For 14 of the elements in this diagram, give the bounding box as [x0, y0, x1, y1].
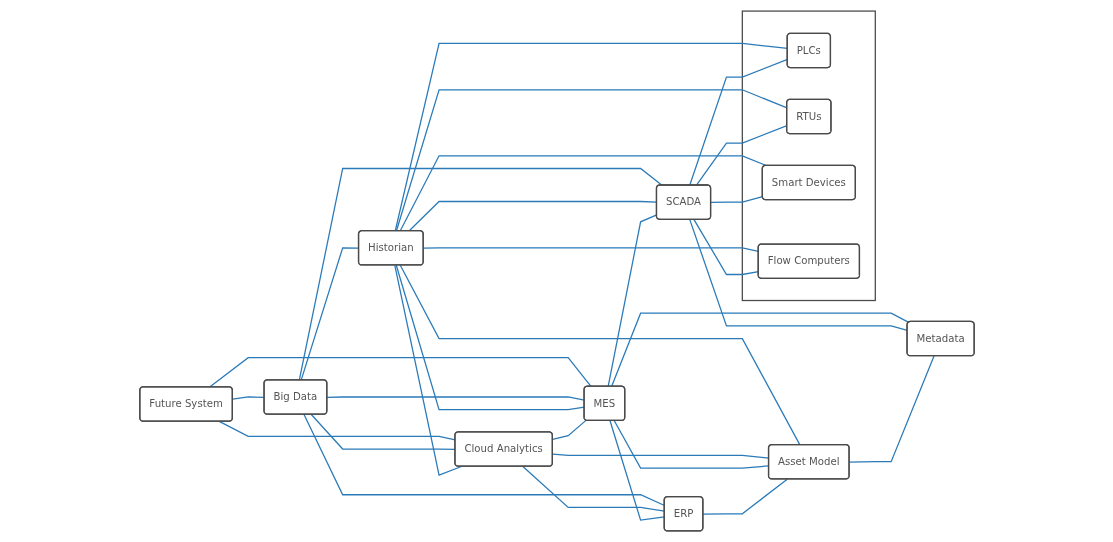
connector — [702, 478, 788, 515]
cluster — [741, 10, 876, 302]
connector — [393, 264, 462, 476]
connector — [298, 167, 663, 381]
connector — [208, 357, 592, 388]
connector — [848, 355, 935, 463]
connector — [613, 420, 769, 469]
connector — [551, 419, 587, 440]
connector — [300, 247, 359, 381]
connector — [399, 155, 767, 232]
connector — [610, 312, 909, 388]
connector — [551, 453, 769, 459]
connector — [399, 264, 800, 446]
connector — [607, 214, 657, 388]
